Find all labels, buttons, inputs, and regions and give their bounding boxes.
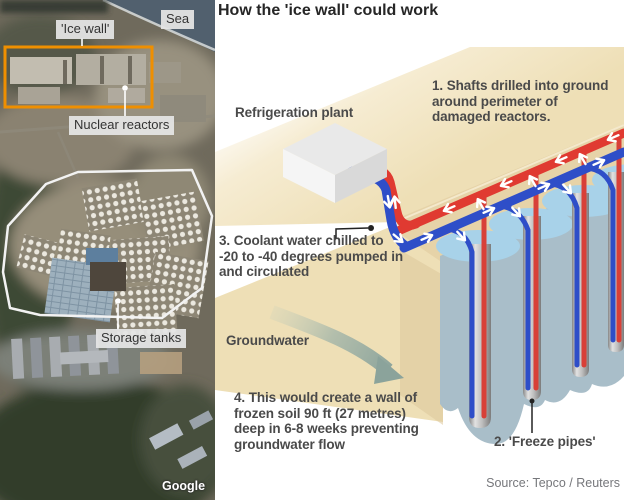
annotation-step1: 1. Shafts drilled into ground around per… <box>432 78 609 124</box>
freeze-pipes-label: 2. 'Freeze pipes' <box>494 434 596 449</box>
annotation-step4: 4. This would create a wall of frozen so… <box>234 390 419 452</box>
pipe-leader-dot <box>368 225 374 231</box>
red-branch-pipes <box>481 132 622 419</box>
photo-leader-lines <box>81 38 126 330</box>
freeze-pipe <box>608 172 624 352</box>
ice-wall-diagram <box>215 47 624 444</box>
warehouse-buildings <box>11 333 120 380</box>
diagram-leader-lines <box>335 227 533 433</box>
groundwater-arrow-icon <box>269 305 404 384</box>
freeze-pipe-leader-dot <box>529 398 535 404</box>
shoreline <box>102 0 215 52</box>
refrigeration-plant-cube <box>283 123 387 203</box>
groundwater-label: Groundwater <box>226 333 309 348</box>
cliff-face-shading <box>400 250 443 425</box>
ice-wall-outline <box>3 45 154 109</box>
tanks-marker-dot <box>115 298 121 304</box>
source-credit: Source: Tepco / Reuters <box>486 476 620 490</box>
ice-wall-label: 'Ice wall' <box>56 20 115 39</box>
storage-tanks-label: Storage tanks <box>96 329 187 348</box>
tank-farms <box>16 178 209 374</box>
storage-tanks-outline <box>1 168 214 320</box>
refrigeration-plant-label: Refrigeration plant <box>235 105 354 120</box>
google-attribution: Google <box>162 479 206 493</box>
coastal-buildings <box>149 410 214 469</box>
satellite-photo <box>0 0 215 500</box>
diagram-title: How the 'ice wall' could work <box>218 2 439 19</box>
annotation-step3: 3. Coolant water chilled to -20 to -40 d… <box>219 233 403 279</box>
reactor-marker-dot <box>122 85 128 91</box>
sea-label: Sea <box>161 10 195 29</box>
nuclear-reactors-label: Nuclear reactors <box>69 116 175 135</box>
reactor-buildings <box>10 54 206 122</box>
